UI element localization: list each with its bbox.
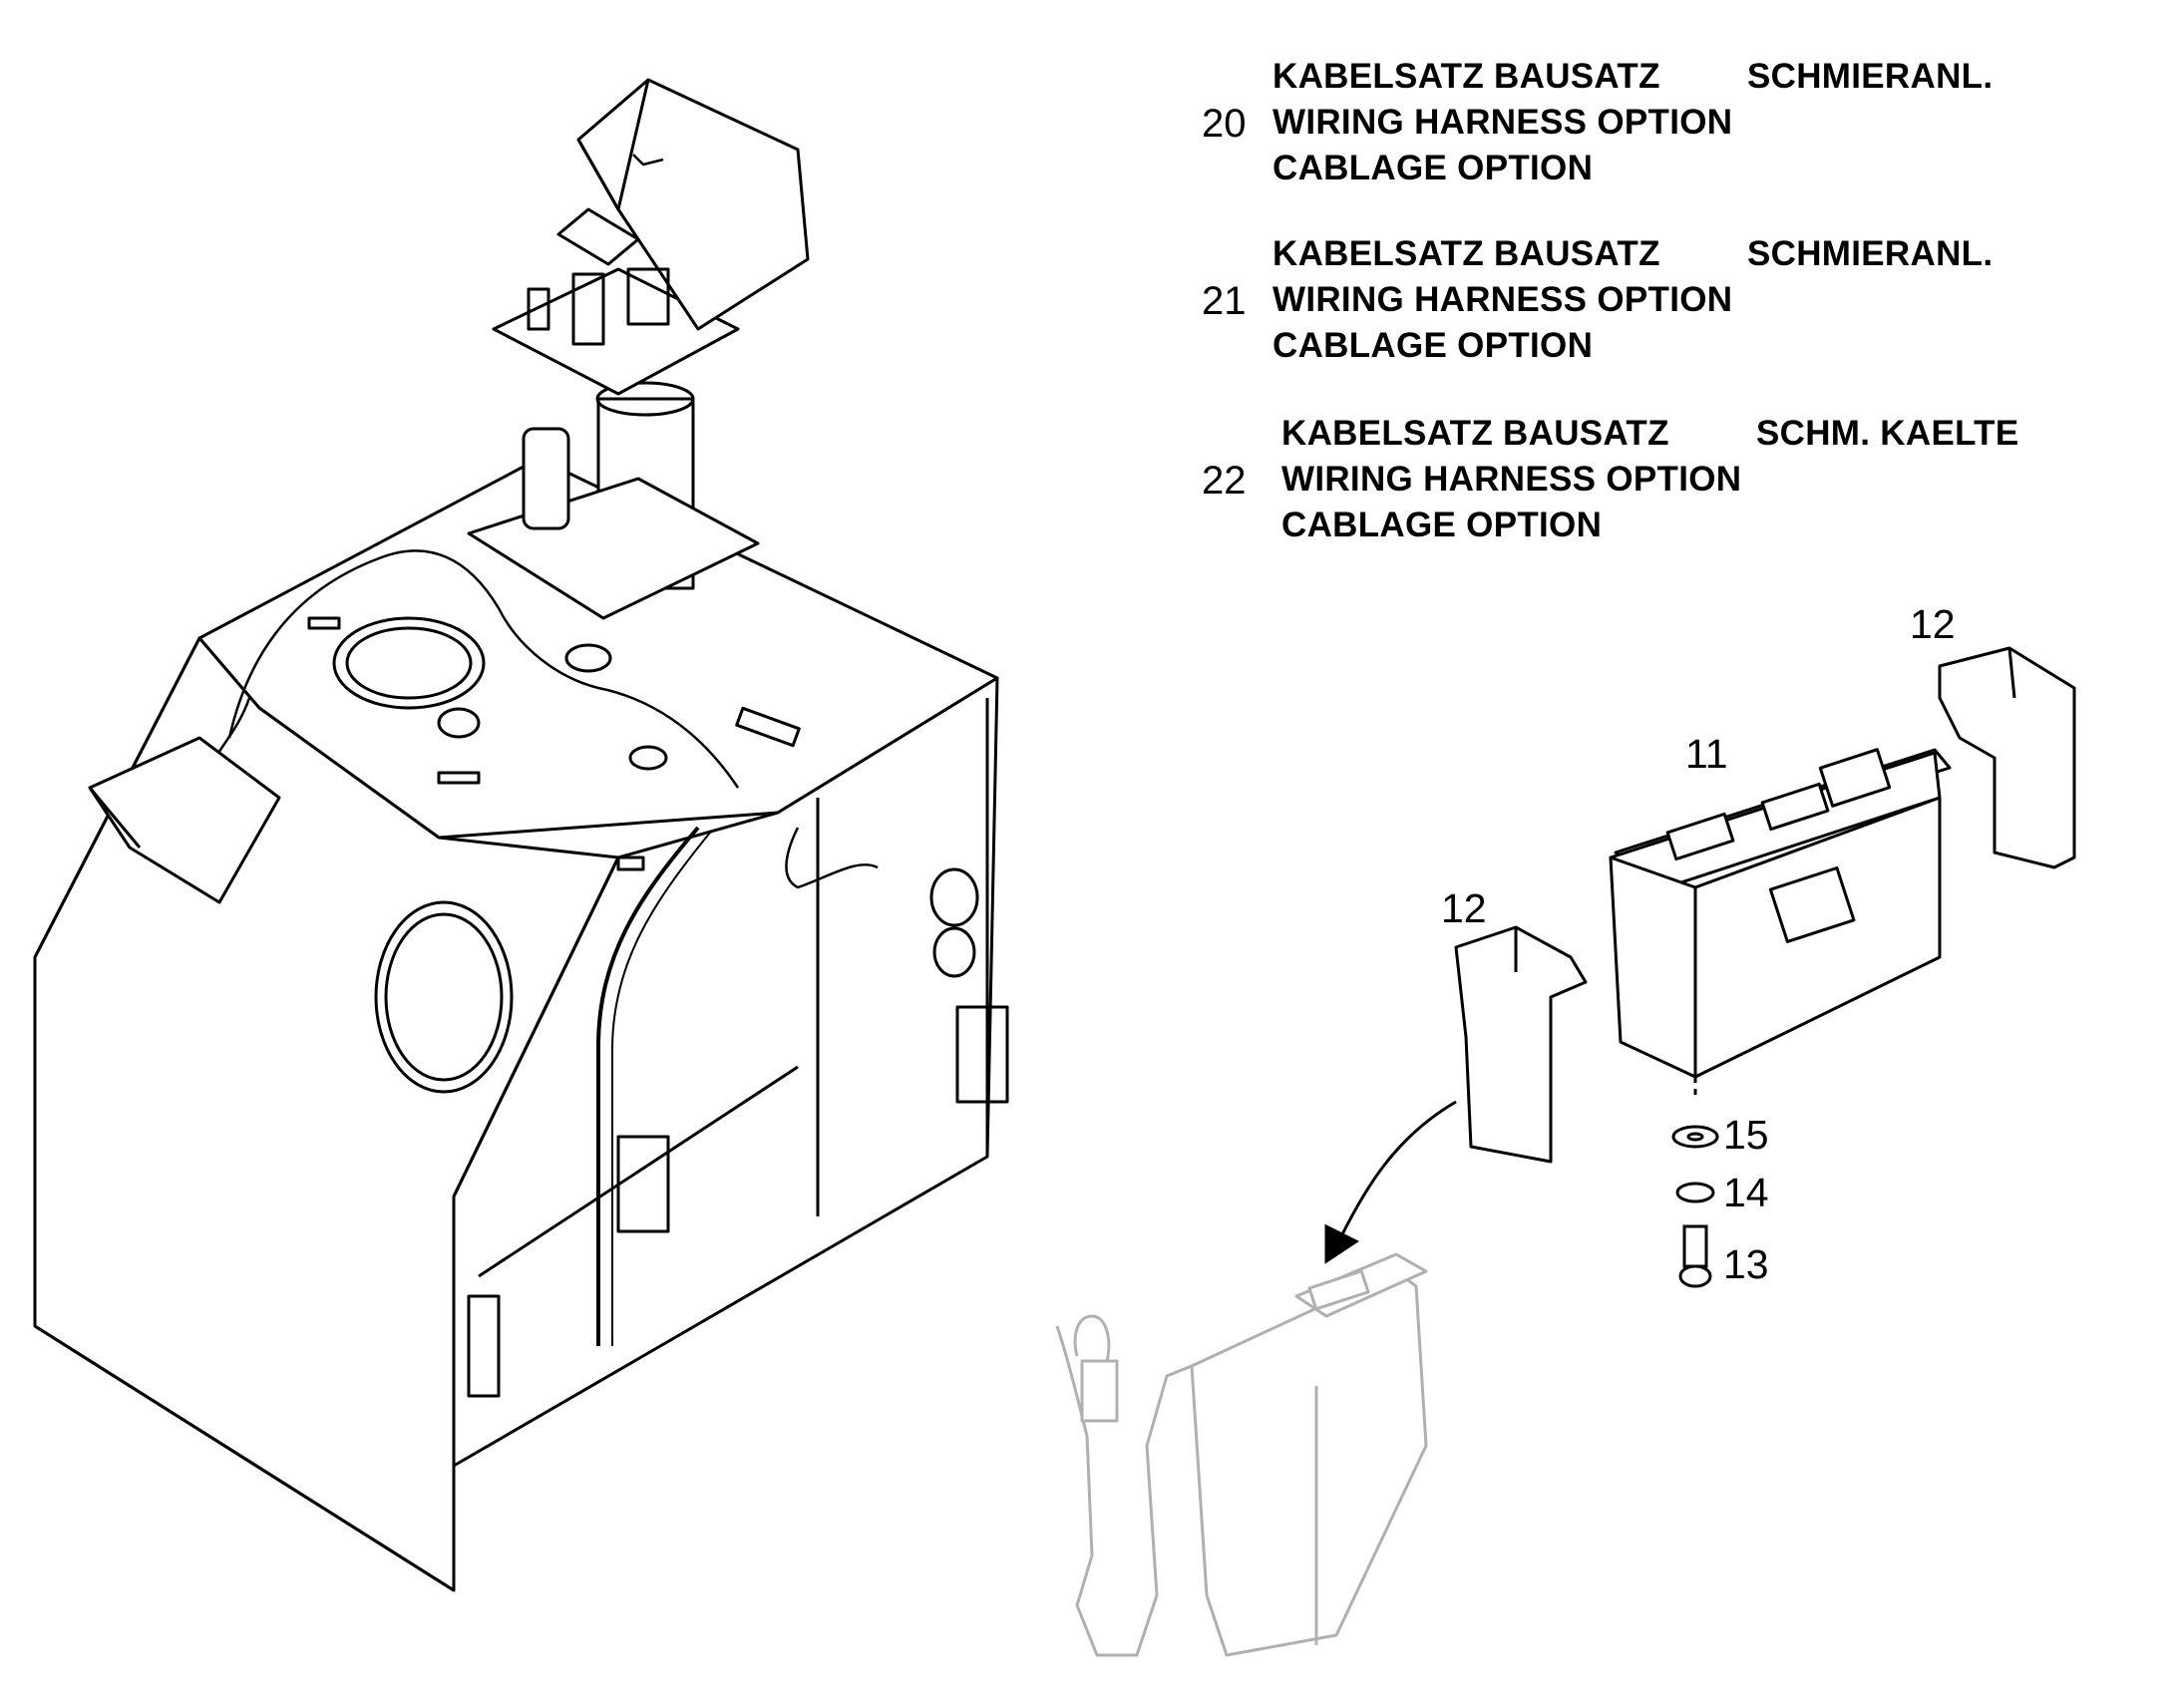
legend-suffix: SCHMIERANL. (1747, 57, 1994, 96)
fasteners (1671, 1125, 1719, 1288)
callout-15: 15 (1723, 1112, 1769, 1158)
legend-german: KABELSATZ BAUSATZ (1272, 57, 1660, 96)
machine-body (33, 78, 1009, 1592)
armrest-assembly-faded (1055, 1252, 1428, 1657)
callout-12-left: 12 (1441, 885, 1487, 931)
legend-english: WIRING HARNESS OPTION (1281, 460, 1742, 499)
legend-french: CABLAGE OPTION (1272, 149, 1594, 187)
control-unit (1609, 748, 1952, 1097)
side-cover-right (1938, 646, 2076, 869)
callout-14: 14 (1723, 1170, 1769, 1215)
legend-number: 21 (1202, 279, 1247, 323)
callout-12-right: 12 (1910, 601, 1956, 647)
legend-french: CABLAGE OPTION (1281, 506, 1603, 544)
side-cover-left (1454, 925, 1588, 1164)
legend-french: CABLAGE OPTION (1272, 326, 1594, 365)
legend-german: KABELSATZ BAUSATZ (1272, 234, 1660, 273)
callout-13: 13 (1723, 1241, 1769, 1287)
assembly-arrow (1324, 1100, 1457, 1264)
legend-german: KABELSATZ BAUSATZ (1281, 414, 1669, 453)
legend-suffix: SCHMIERANL. (1747, 234, 1994, 273)
callout-11: 11 (1685, 731, 1728, 777)
legend-suffix: SCHM. KAELTE (1756, 414, 2019, 453)
legend-english: WIRING HARNESS OPTION (1272, 280, 1733, 319)
legend-number: 20 (1202, 102, 1247, 146)
legend-number: 22 (1202, 459, 1247, 503)
legend-english: WIRING HARNESS OPTION (1272, 103, 1733, 142)
